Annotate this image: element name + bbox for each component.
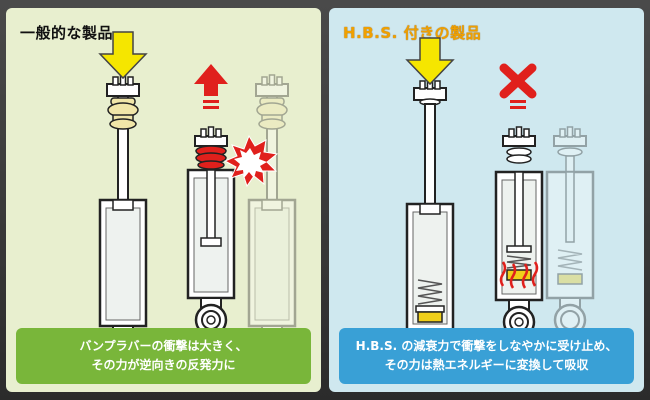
panel-hbs: H.B.S. 付きの製品 (329, 8, 644, 392)
arrow-up-icon (194, 64, 228, 109)
hbs-shock-absorber-faded (545, 126, 595, 337)
panel-title-conventional: 一般的な製品 (20, 24, 114, 42)
hbs-shock-absorber-compressed (494, 126, 544, 339)
arrow-down-icon (405, 37, 455, 86)
compressed-bump-rubber (195, 145, 227, 170)
caption-hbs: H.B.S. の減衰力で衝撃をしなやかに受け止め、 その力は熱エネルギーに変換し… (339, 328, 634, 384)
caption-conventional-line1: バンプラバーの衝撃は大きく、 (79, 339, 248, 353)
panel-title-hbs: H.B.S. 付きの製品 (343, 24, 482, 42)
caption-hbs-line1: H.B.S. の減衰力で衝撃をしなやかに受け止め、 (355, 339, 618, 353)
caption-conventional-line2: その力が逆向きの反発力に (91, 358, 236, 372)
shock-absorber-loaded (98, 73, 148, 365)
shock-absorber-rebound (186, 126, 236, 337)
caption-conventional: バンプラバーの衝撃は大きく、 その力が逆向きの反発力に (16, 328, 311, 384)
hbs-shock-illustration (405, 37, 595, 369)
impact-burst-icon (223, 134, 279, 188)
conventional-shock-illustration (98, 31, 297, 365)
bump-rubber (107, 97, 139, 130)
arrow-down-icon (98, 31, 148, 80)
caption-hbs-line2: その力は熱エネルギーに変換して吸収 (384, 358, 589, 372)
panel-conventional: 一般的な製品 (6, 8, 321, 392)
shock-absorber-faded (247, 73, 297, 365)
heat-wave-icon (499, 261, 539, 289)
hbs-shock-absorber-loaded (405, 77, 455, 369)
cross-mark-icon (499, 63, 537, 109)
